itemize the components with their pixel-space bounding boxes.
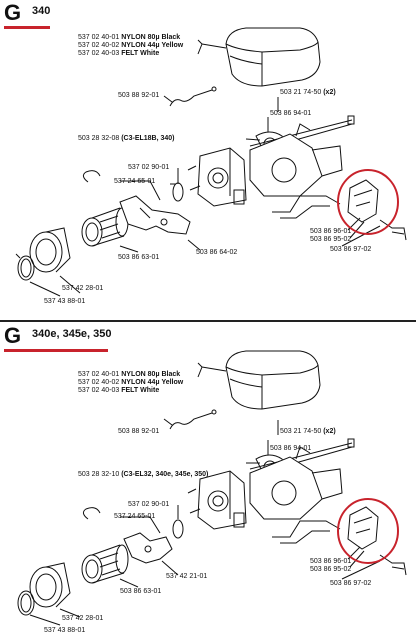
- exploded-diagram-340: [15, 27, 407, 297]
- section-model: 340e, 345e, 350: [32, 328, 112, 340]
- intake-boot-drawing: [81, 544, 129, 584]
- part-desc: FELT: [121, 387, 139, 394]
- flange-drawing: [29, 562, 71, 608]
- label-boot: 503 86 63-01: [120, 588, 162, 595]
- section-340: G 340 537 02 40-01 NYLON 80µ Black 537 0…: [0, 0, 416, 320]
- label-screw: 503 21 74-50 (x2): [280, 428, 336, 436]
- label-clamp: 537 43 88-01: [44, 298, 86, 305]
- label-lever-c: 503 86 97-02: [330, 246, 372, 253]
- filter-part-row: 537 02 40-01 NYLON 80µ Black: [78, 34, 183, 42]
- label-flange: 537 42 28-01: [62, 285, 104, 292]
- label-lever-a: 503 86 96-01: [310, 228, 352, 235]
- model-underline: [4, 349, 108, 352]
- part-color: Black: [161, 34, 181, 41]
- part-desc: NYLON 44µ: [121, 379, 160, 386]
- filter-part-list: 537 02 40-01 NYLON 80µ Black 537 02 40-0…: [78, 371, 183, 395]
- circlip-drawing: [82, 170, 101, 183]
- hose-clamp-drawing: [17, 590, 35, 616]
- linkage-drawing: [272, 195, 407, 241]
- label-rod: 503 88 92-01: [118, 428, 160, 435]
- label-circlip: 537 24 65-01: [114, 513, 156, 520]
- filter-part-row: 537 02 40-03 FELT White: [78, 50, 183, 58]
- highlight-circle: [337, 498, 399, 564]
- section-340e-345e-350: G 340e, 345e, 350 537 02 40-01 NYLON 80µ…: [0, 323, 416, 642]
- label-hose: 537 02 90-01: [128, 501, 170, 508]
- part-number: 503 28 32-10: [78, 471, 120, 478]
- part-desc: NYLON 80µ: [121, 371, 160, 378]
- part-number: 537 02 40-03: [78, 387, 120, 394]
- part-desc: NYLON 80µ: [121, 34, 160, 41]
- label-circlip: 537 24 65-01: [114, 178, 156, 185]
- label-flange: 537 42 28-01: [62, 615, 104, 622]
- part-number: 537 02 40-01: [78, 34, 120, 41]
- intake-boot-drawing: [81, 207, 129, 247]
- air-filter-drawing: [225, 350, 321, 410]
- label-boot: 503 86 63-01: [118, 254, 160, 261]
- part-qty: (x2): [323, 428, 336, 435]
- bracket-drawing: [119, 195, 191, 235]
- linkage-drawing: [272, 520, 407, 576]
- label-clamp: 537 43 88-01: [44, 627, 86, 634]
- label-lever-b: 503 86 95-02: [310, 236, 352, 243]
- label-lever-b: 503 86 95-02: [310, 566, 352, 573]
- section-letter: G: [4, 0, 22, 25]
- choke-rod-drawing: [169, 86, 217, 107]
- part-number: 537 02 40-02: [78, 379, 120, 386]
- part-number: 537 02 40-01: [78, 371, 120, 378]
- part-color: Yellow: [161, 42, 184, 49]
- label-bracket: 537 42 21-01: [166, 573, 208, 580]
- filter-part-row: 537 02 40-02 NYLON 44µ Yellow: [78, 42, 183, 50]
- part-color: White: [140, 50, 160, 57]
- label-rod: 503 88 92-01: [118, 92, 160, 99]
- part-color: Black: [161, 371, 181, 378]
- part-model: (C3-EL18B, 340): [121, 135, 175, 142]
- label-gasket: 503 86 94-01: [270, 445, 312, 452]
- hose-ring-drawing: [170, 182, 184, 202]
- throttle-housing-drawing: [249, 123, 343, 197]
- label-lever-a: 503 86 96-01: [310, 558, 352, 565]
- part-number: 503 28 32-08: [78, 135, 120, 142]
- leader-line: [201, 43, 227, 49]
- section-letter: G: [4, 323, 22, 348]
- part-desc: NYLON 44µ: [121, 42, 160, 49]
- filter-part-list: 537 02 40-01 NYLON 80µ Black 537 02 40-0…: [78, 34, 183, 58]
- hose-clamp-drawing: [15, 253, 35, 281]
- filter-part-row: 537 02 40-03 FELT White: [78, 387, 183, 395]
- part-color: Yellow: [161, 379, 184, 386]
- circlip-drawing: [82, 507, 101, 520]
- section-separator: [0, 320, 416, 322]
- label-hose: 537 02 90-01: [128, 164, 170, 171]
- part-color: White: [140, 387, 160, 394]
- part-number: 537 02 40-03: [78, 50, 120, 57]
- filter-part-row: 537 02 40-02 NYLON 44µ Yellow: [78, 379, 183, 387]
- choke-lever-drawing: [347, 506, 379, 550]
- carburetor-drawing: [187, 147, 247, 207]
- highlight-circle: [337, 169, 399, 235]
- part-qty: (x2): [323, 89, 336, 96]
- label-carburetor: 503 28 32-08 (C3-EL18B, 340): [78, 135, 175, 143]
- part-desc: FELT: [121, 50, 139, 57]
- bracket-drawing: [123, 532, 173, 564]
- exploded-diagram-340e: [17, 350, 407, 626]
- carburetor-drawing: [187, 470, 247, 530]
- air-filter-drawing: [225, 27, 321, 87]
- label-gasket: 503 86 94-01: [270, 110, 312, 117]
- part-number: 537 02 40-02: [78, 42, 120, 49]
- flange-drawing: [29, 227, 71, 273]
- part-number: 503 21 74-50: [280, 89, 322, 96]
- part-model: (C3-EL32, 340e, 345e, 350): [121, 471, 209, 478]
- label-screw: 503 21 74-50 (x2): [280, 89, 336, 97]
- throttle-housing-drawing: [249, 446, 343, 520]
- label-lever-c: 503 86 97-02: [330, 580, 372, 587]
- label-bracket: 503 86 64-02: [196, 249, 238, 256]
- hose-ring-drawing: [172, 519, 184, 539]
- filter-part-row: 537 02 40-01 NYLON 80µ Black: [78, 371, 183, 379]
- leader-line: [201, 366, 227, 372]
- model-underline: [4, 26, 50, 29]
- choke-lever-drawing: [347, 179, 379, 223]
- label-carburetor: 503 28 32-10 (C3-EL32, 340e, 345e, 350): [78, 471, 208, 479]
- choke-rod-drawing: [169, 409, 217, 430]
- part-number: 503 21 74-50: [280, 428, 322, 435]
- section-model: 340: [32, 5, 51, 17]
